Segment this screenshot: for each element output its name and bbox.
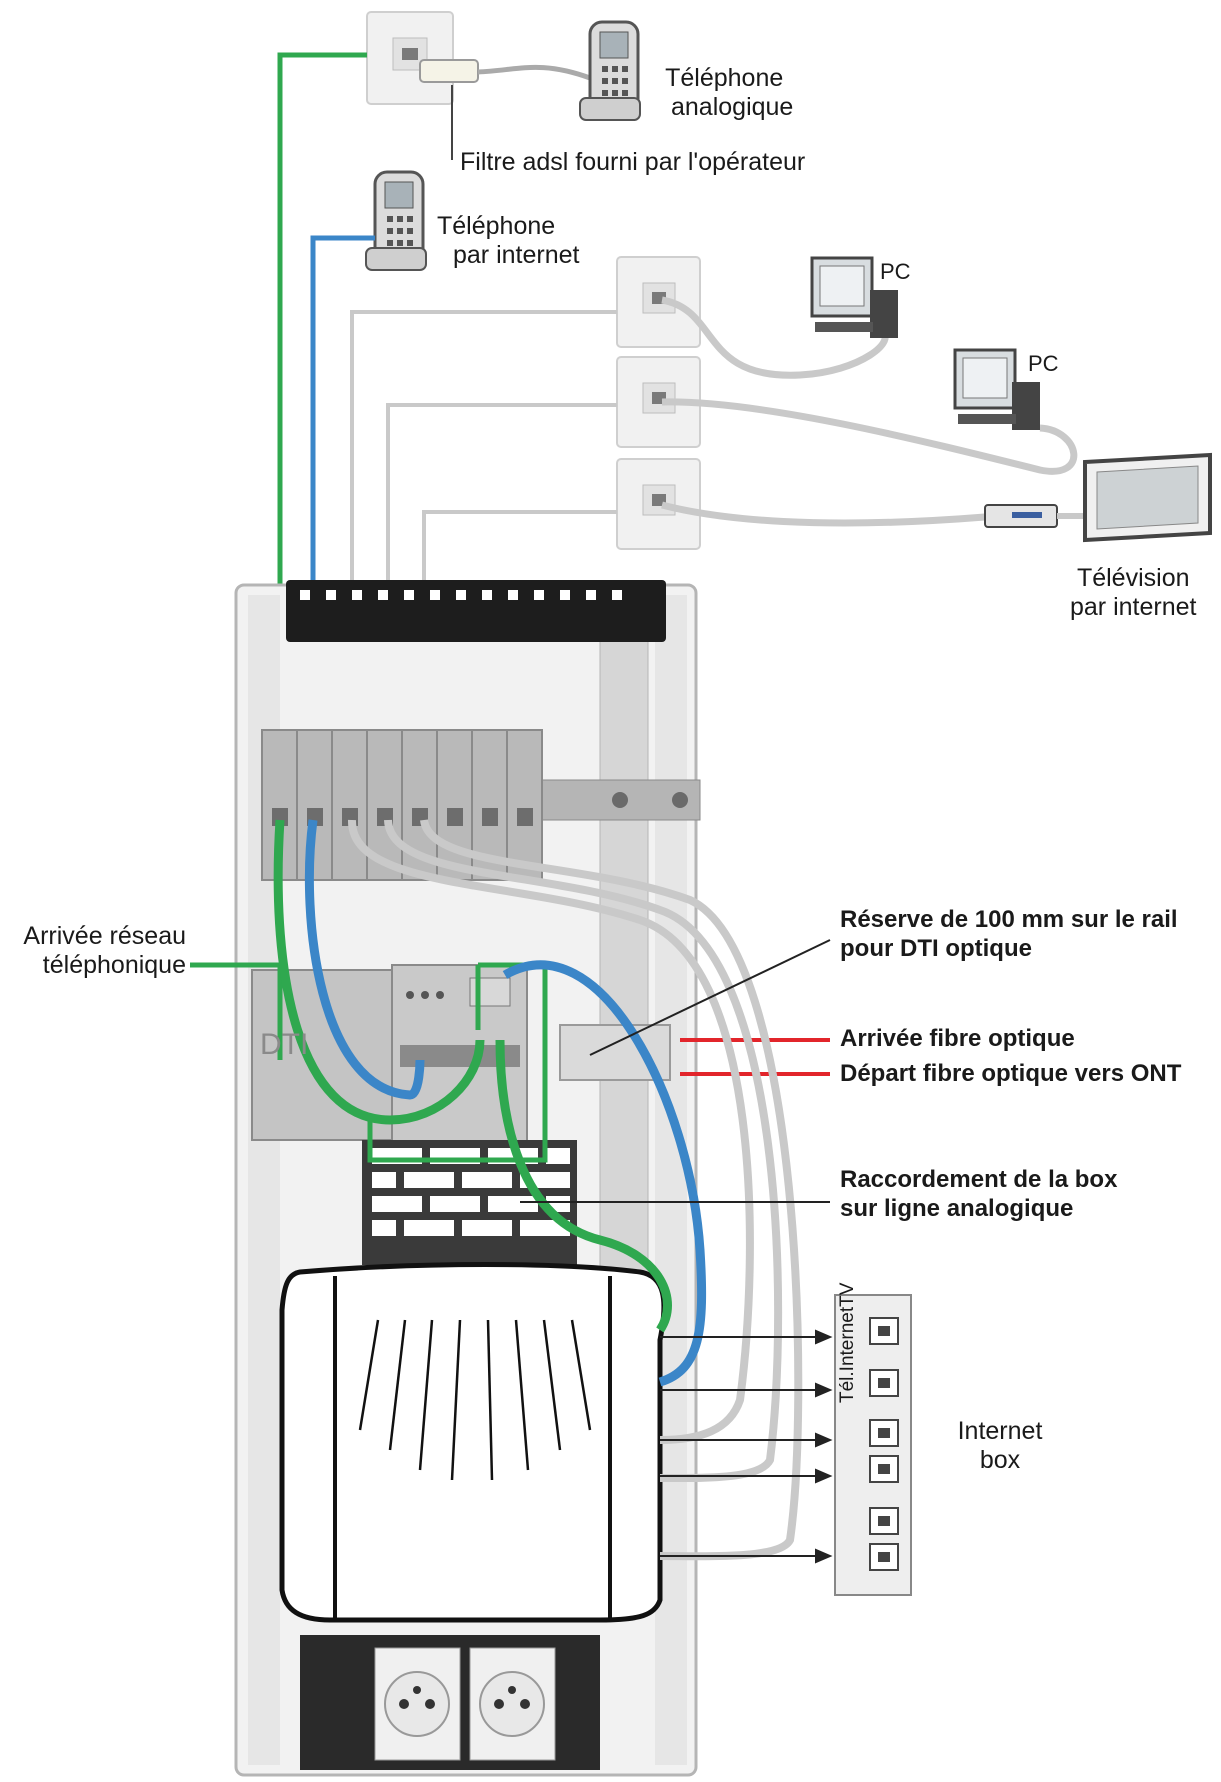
pc1-ethernet-cord: [661, 296, 889, 379]
internet-box-device: [279, 1262, 667, 1623]
internet-box-line-1: Internet: [957, 1417, 1043, 1445]
din-rail: [539, 779, 701, 821]
reserve-rail-label: Réserve de 100 mm sur le rail pour DTI o…: [840, 905, 1178, 963]
box-link-line-2: sur ligne analogique: [840, 1195, 1074, 1222]
box-ports-label: Tél.InternetTV: [837, 1282, 858, 1403]
fiber-in-label: Arrivée fibre optique: [840, 1025, 1075, 1052]
tel-analog-label: Téléphone analogique: [655, 64, 793, 122]
box-link-label: Raccordement de la box sur ligne analogi…: [840, 1165, 1117, 1223]
analog-phone-cord: [477, 64, 591, 81]
tel-internet-label: Téléphone par internet: [437, 212, 579, 270]
wall-phone-socket: [366, 11, 454, 105]
network-arrival-label: Arrivée réseau téléphonique: [8, 922, 186, 980]
power-sockets: [300, 1635, 600, 1770]
tel-internet-line-1: Téléphone: [437, 212, 556, 240]
internet-box-line-2: box: [979, 1446, 1021, 1474]
tv-ethernet-cord: [661, 501, 986, 527]
analog-phone-icon: [579, 20, 641, 121]
grey-box-line-3: [420, 819, 803, 1561]
rj45-wall-socket-1: [616, 256, 701, 348]
tel-internet-line-2: par internet: [453, 241, 580, 269]
network-arrival-line-1: Arrivée réseau: [23, 922, 186, 950]
green-box-line: [273, 819, 672, 1333]
pc-icon-2: [953, 348, 1040, 430]
pc-icon-1: [810, 256, 898, 338]
reserve-rail-line-1: Réserve de 100 mm sur le rail: [840, 906, 1178, 933]
dti-module: [251, 964, 528, 1146]
leader-lines: [520, 939, 831, 1203]
tv-decoder-icon: [984, 504, 1058, 528]
tv-internet-line-2: par internet: [1070, 593, 1197, 621]
pc-label-1: PC: [880, 259, 911, 284]
box-link-line-1: Raccordement de la box: [840, 1166, 1118, 1193]
network-arrival-line-2: téléphonique: [42, 951, 186, 979]
grey-box-line-2: [384, 819, 783, 1483]
television-icon: [1083, 452, 1212, 543]
tv-internet-label: Télévision par internet: [1070, 564, 1196, 622]
blue-box-line: [304, 819, 707, 1387]
blue-voip-line: [310, 235, 375, 740]
grey-box-line-1: [347, 819, 754, 1444]
internet-phone-icon: [365, 170, 427, 271]
port-arrows: [660, 1329, 833, 1564]
reserve-rail-line-2: pour DTI optique: [840, 935, 1032, 962]
optical-dti-reserve: [559, 1024, 671, 1081]
tv-internet-line-1: Télévision: [1076, 564, 1190, 592]
dti-tag-label: DTI: [260, 1028, 309, 1061]
internet-box-label: Internet box: [945, 1417, 1055, 1475]
pc-label-2: PC: [1028, 351, 1059, 376]
box-port-panel: [834, 1294, 912, 1596]
tel-analog-line-1: Téléphone: [665, 64, 784, 92]
rj45-wall-socket-3: [616, 458, 701, 550]
rj45-wall-socket-2: [616, 356, 701, 448]
cable-comb-bar: [286, 580, 666, 642]
rj45-patch-modules: [261, 729, 543, 881]
adsl-filter-label: Filtre adsl fourni par l'opérateur: [460, 148, 806, 176]
adsl-filter-icon: [419, 59, 479, 160]
tel-analog-line-2: analogique: [671, 93, 794, 121]
green-phone-line: [277, 52, 367, 740]
pc2-ethernet-cord: [661, 398, 1078, 475]
fiber-out-label: Départ fibre optique vers ONT: [840, 1060, 1182, 1087]
